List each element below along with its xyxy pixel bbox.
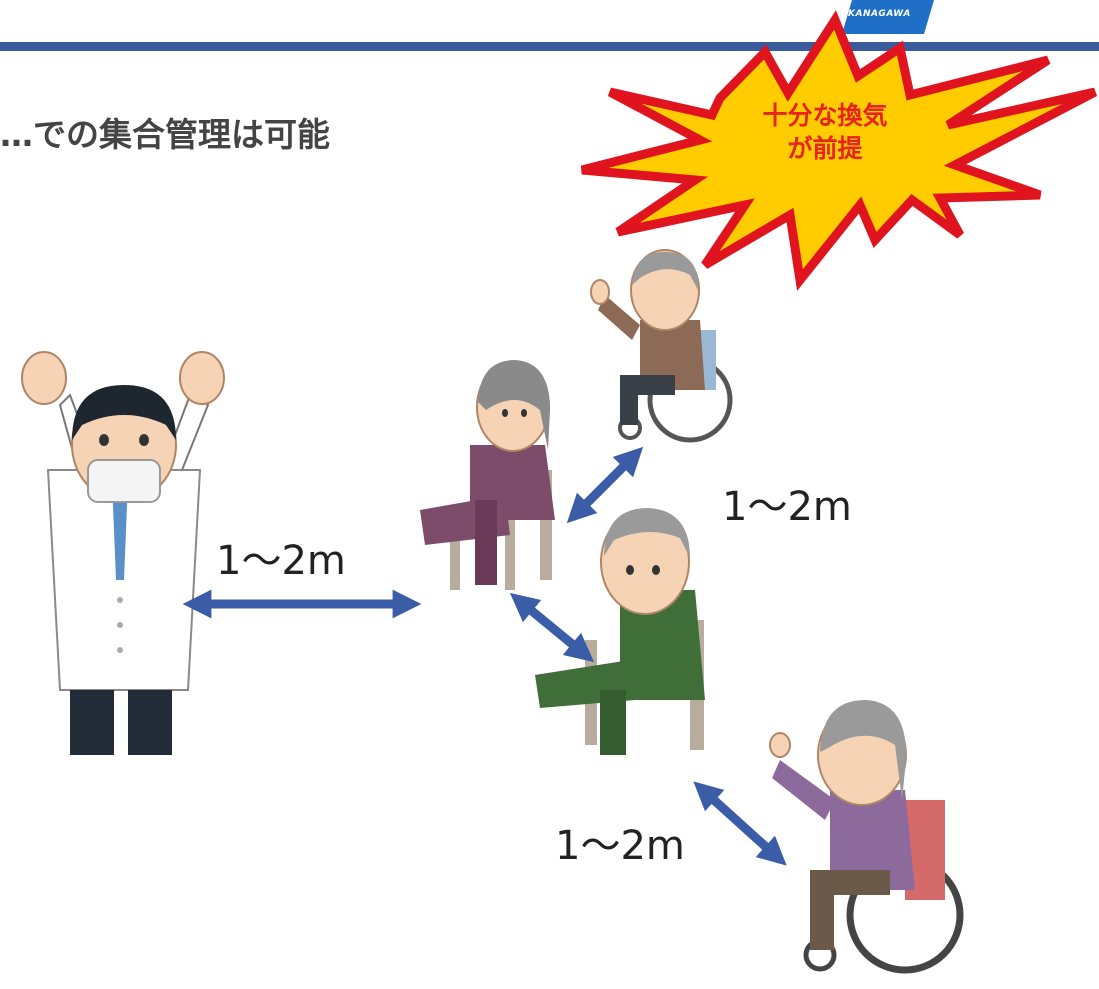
- distance-label: 1〜2m: [216, 538, 346, 584]
- arrow-woman-to-wheelchair: [566, 446, 644, 524]
- kanagawa-logo-icon: [842, 0, 934, 34]
- callout-line-2: が前提: [787, 133, 863, 163]
- doctor-icon: [21, 351, 225, 755]
- callout-line-1: 十分な換気: [762, 101, 888, 130]
- distance-label: 1〜2m: [555, 823, 685, 869]
- logo-text: KANAGAWA: [848, 9, 911, 19]
- elderly-woman-wheelchair-icon: [769, 700, 964, 974]
- arrow-man-to-wheelchair: [693, 781, 787, 866]
- callout-burst-icon: [580, 10, 1098, 291]
- elderly-man-chair-icon: [535, 508, 705, 755]
- elderly-man-wheelchair-icon: [590, 249, 733, 443]
- distance-label: 1〜2m: [722, 484, 852, 530]
- page-subtitle: …での集合管理は可能: [0, 115, 330, 154]
- header-rule: [0, 42, 1099, 51]
- arrow-woman-to-man: [509, 592, 595, 663]
- callout-text: 十分な換気 が前提: [720, 100, 930, 165]
- elderly-woman-chair-icon: [420, 360, 555, 590]
